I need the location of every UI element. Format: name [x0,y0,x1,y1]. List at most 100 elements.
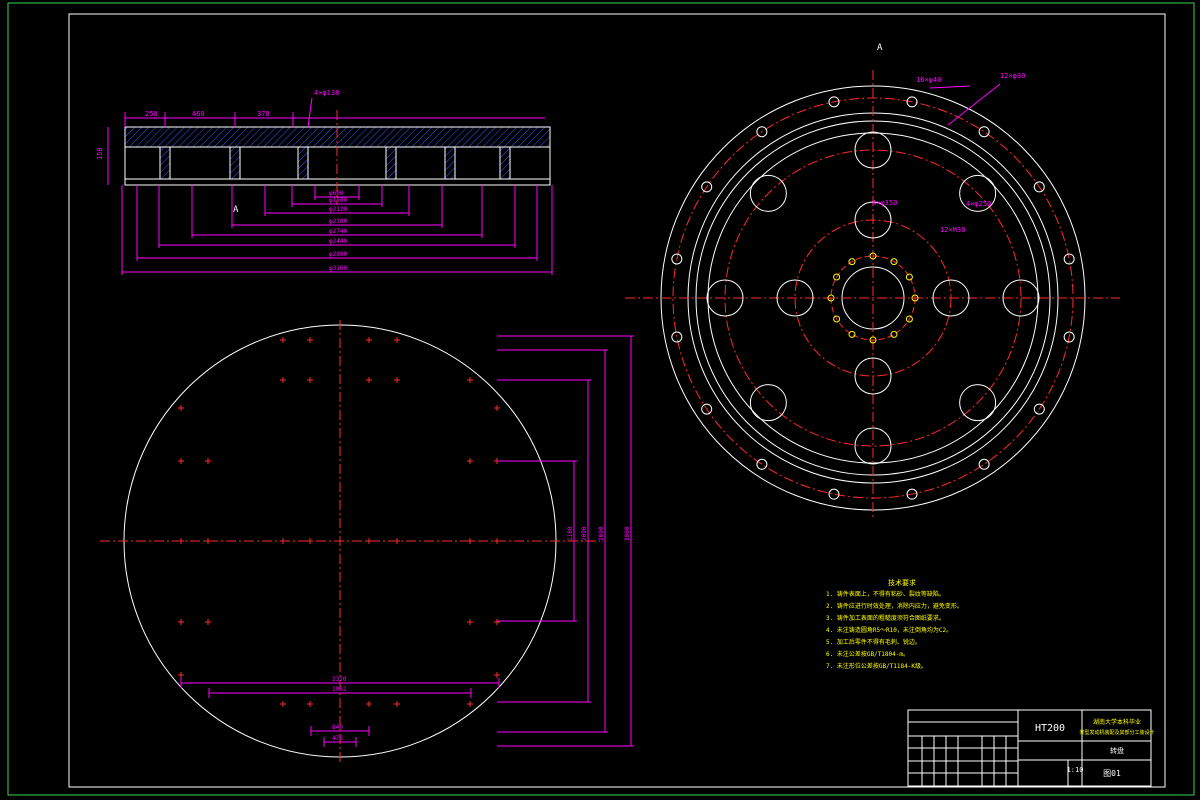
tb-scale: 1:10 [1067,766,1084,774]
hub-bolt-hole [905,273,913,281]
section-dim-bottom: φ2380 [329,218,347,225]
view-a-callout: 16×φ40 [916,76,941,84]
callout-leader [947,83,1001,126]
outer-bolt-hole [1033,181,1045,193]
outer-bolt-hole [1063,331,1075,343]
large-hole-350 [854,131,892,169]
section-dim-bottom: φ2740 [329,228,347,235]
inner-hole [854,357,892,395]
outer-bolt-hole [671,253,683,265]
hub-bolt-hole [833,273,841,281]
inner-frame [68,13,1166,788]
tb-school: 湖南大学本科毕业 [1093,718,1141,726]
section-dim-bottom: φ2440 [329,238,347,245]
large-hole-250 [749,384,787,422]
tech-note-line: 6. 未注公差按GB/T1804-m。 [826,650,909,658]
inner-hole [932,279,970,317]
outer-bolt-hole [1063,253,1075,265]
outer-bolt-hole [671,331,683,343]
section-rib [229,146,241,180]
hub-bolt-hole [827,294,835,302]
large-hole-350 [706,279,744,317]
callout-leader [929,85,971,89]
hub-bolt-hole [911,294,919,302]
tb-drawing-no: 图01 [1103,769,1121,778]
section-view: 250 460 370 150 4×φ138 A φ600φ1500φ2120φ… [96,89,553,275]
tech-note-line: 2. 铸件应进行时效处理，消除内应力，避免变形。 [826,602,963,610]
section-rib [499,146,511,180]
view-a-callout: 12×M30 [940,226,965,234]
section-dim-bottom: φ2800 [329,251,347,258]
large-hole-250 [959,174,997,212]
section-dim-top: 370 [257,110,270,118]
inner-hole [854,201,892,239]
view-a-title: A [877,43,883,53]
section-leader [307,97,313,128]
plan-dim-right: 3000 [624,526,631,541]
outer-bolt-hole [906,96,918,108]
hub-bolt-hole [869,252,877,260]
outer-bolt-hole [828,96,840,108]
view-a-callout: 12×φ30 [1000,72,1025,80]
inner-hole [776,279,814,317]
tech-notes: 技术要求 1. 铸件表面上，不得有粘砂、裂纹等缺陷。 2. 铸件应进行时效处理，… [826,578,963,670]
section-rib [385,146,397,180]
tech-note-line: 7. 未注形位公差按GB/T1184-K级。 [826,662,927,670]
tech-note-line: 1. 铸件表面上，不得有粘砂、裂纹等缺陷。 [826,590,945,598]
tb-project: 某型发动机装配及其部分工装设计 [1079,729,1154,736]
hub-bolt-hole [905,315,913,323]
outer-bolt-hole [701,403,713,415]
large-hole-250 [749,174,787,212]
tb-material: HT200 [1035,723,1065,734]
section-dim-left: 150 [96,147,104,160]
plan-dim-bottom: 476 [332,735,343,742]
section-dim-bottom: φ2120 [329,206,347,213]
section-label: A [233,205,239,215]
large-hole-350 [854,427,892,465]
outer-bolt-hole [978,458,990,470]
view-a-callout: 4×φ350 [872,199,897,207]
outer-bolt-hole [701,181,713,193]
section-rib [297,146,309,180]
hub-bolt-hole [848,330,856,338]
section-dim-top: 250 [145,110,158,118]
view-a-callout: 4×φ250 [966,200,991,208]
section-dim-top: 460 [192,110,205,118]
hub-bolt-hole [848,258,856,266]
large-hole-350 [1002,279,1040,317]
large-hole-250 [959,384,997,422]
section-rib [159,146,171,180]
plan-dim-right: 2090 [581,526,588,541]
outer-bolt-hole [1033,403,1045,415]
tech-note-line: 5. 加工后零件不得有毛刺、锐边。 [826,638,921,646]
tech-notes-title: 技术要求 [888,578,916,587]
plan-dim-bottom: 1952 [332,686,347,693]
plan-dim-right: 1180 [567,526,574,541]
hub-bolt-hole [890,258,898,266]
title-block-grid [908,721,1018,786]
plan-dim-bottom: 840 [332,724,343,731]
section-dim-bottom: φ3160 [329,265,347,272]
section-rib [444,146,456,180]
plan-marks [178,337,500,707]
outer-bolt-hole [906,488,918,500]
plan-dim-bottom: 2370 [332,676,347,683]
view-a: A 16×φ40 12×φ30 4×φ350 4×φ250 12×M30 [625,43,1120,520]
tech-note-line: 3. 铸件加工表面的粗糙度须符合图纸要求。 [826,614,945,622]
hub-bolt-hole [833,315,841,323]
section-dim-bottom: φ1500 [329,197,347,204]
tech-note-line: 4. 未注铸造圆角R5～R10，未注倒角均为C2。 [826,626,952,634]
hub-bolt-hole [890,330,898,338]
section-callout: 4×φ138 [314,89,339,97]
outer-bolt-hole [756,126,768,138]
outer-frame [7,2,1195,796]
section-dim-bottom: φ600 [329,190,344,197]
view-a-holes [671,96,1075,500]
title-block: HT200 湖南大学本科毕业 某型发动机装配及其部分工装设计 转盘 1:10 图… [907,709,1155,787]
tb-sheet: 转盘 [1110,746,1124,755]
outer-bolt-hole [978,126,990,138]
